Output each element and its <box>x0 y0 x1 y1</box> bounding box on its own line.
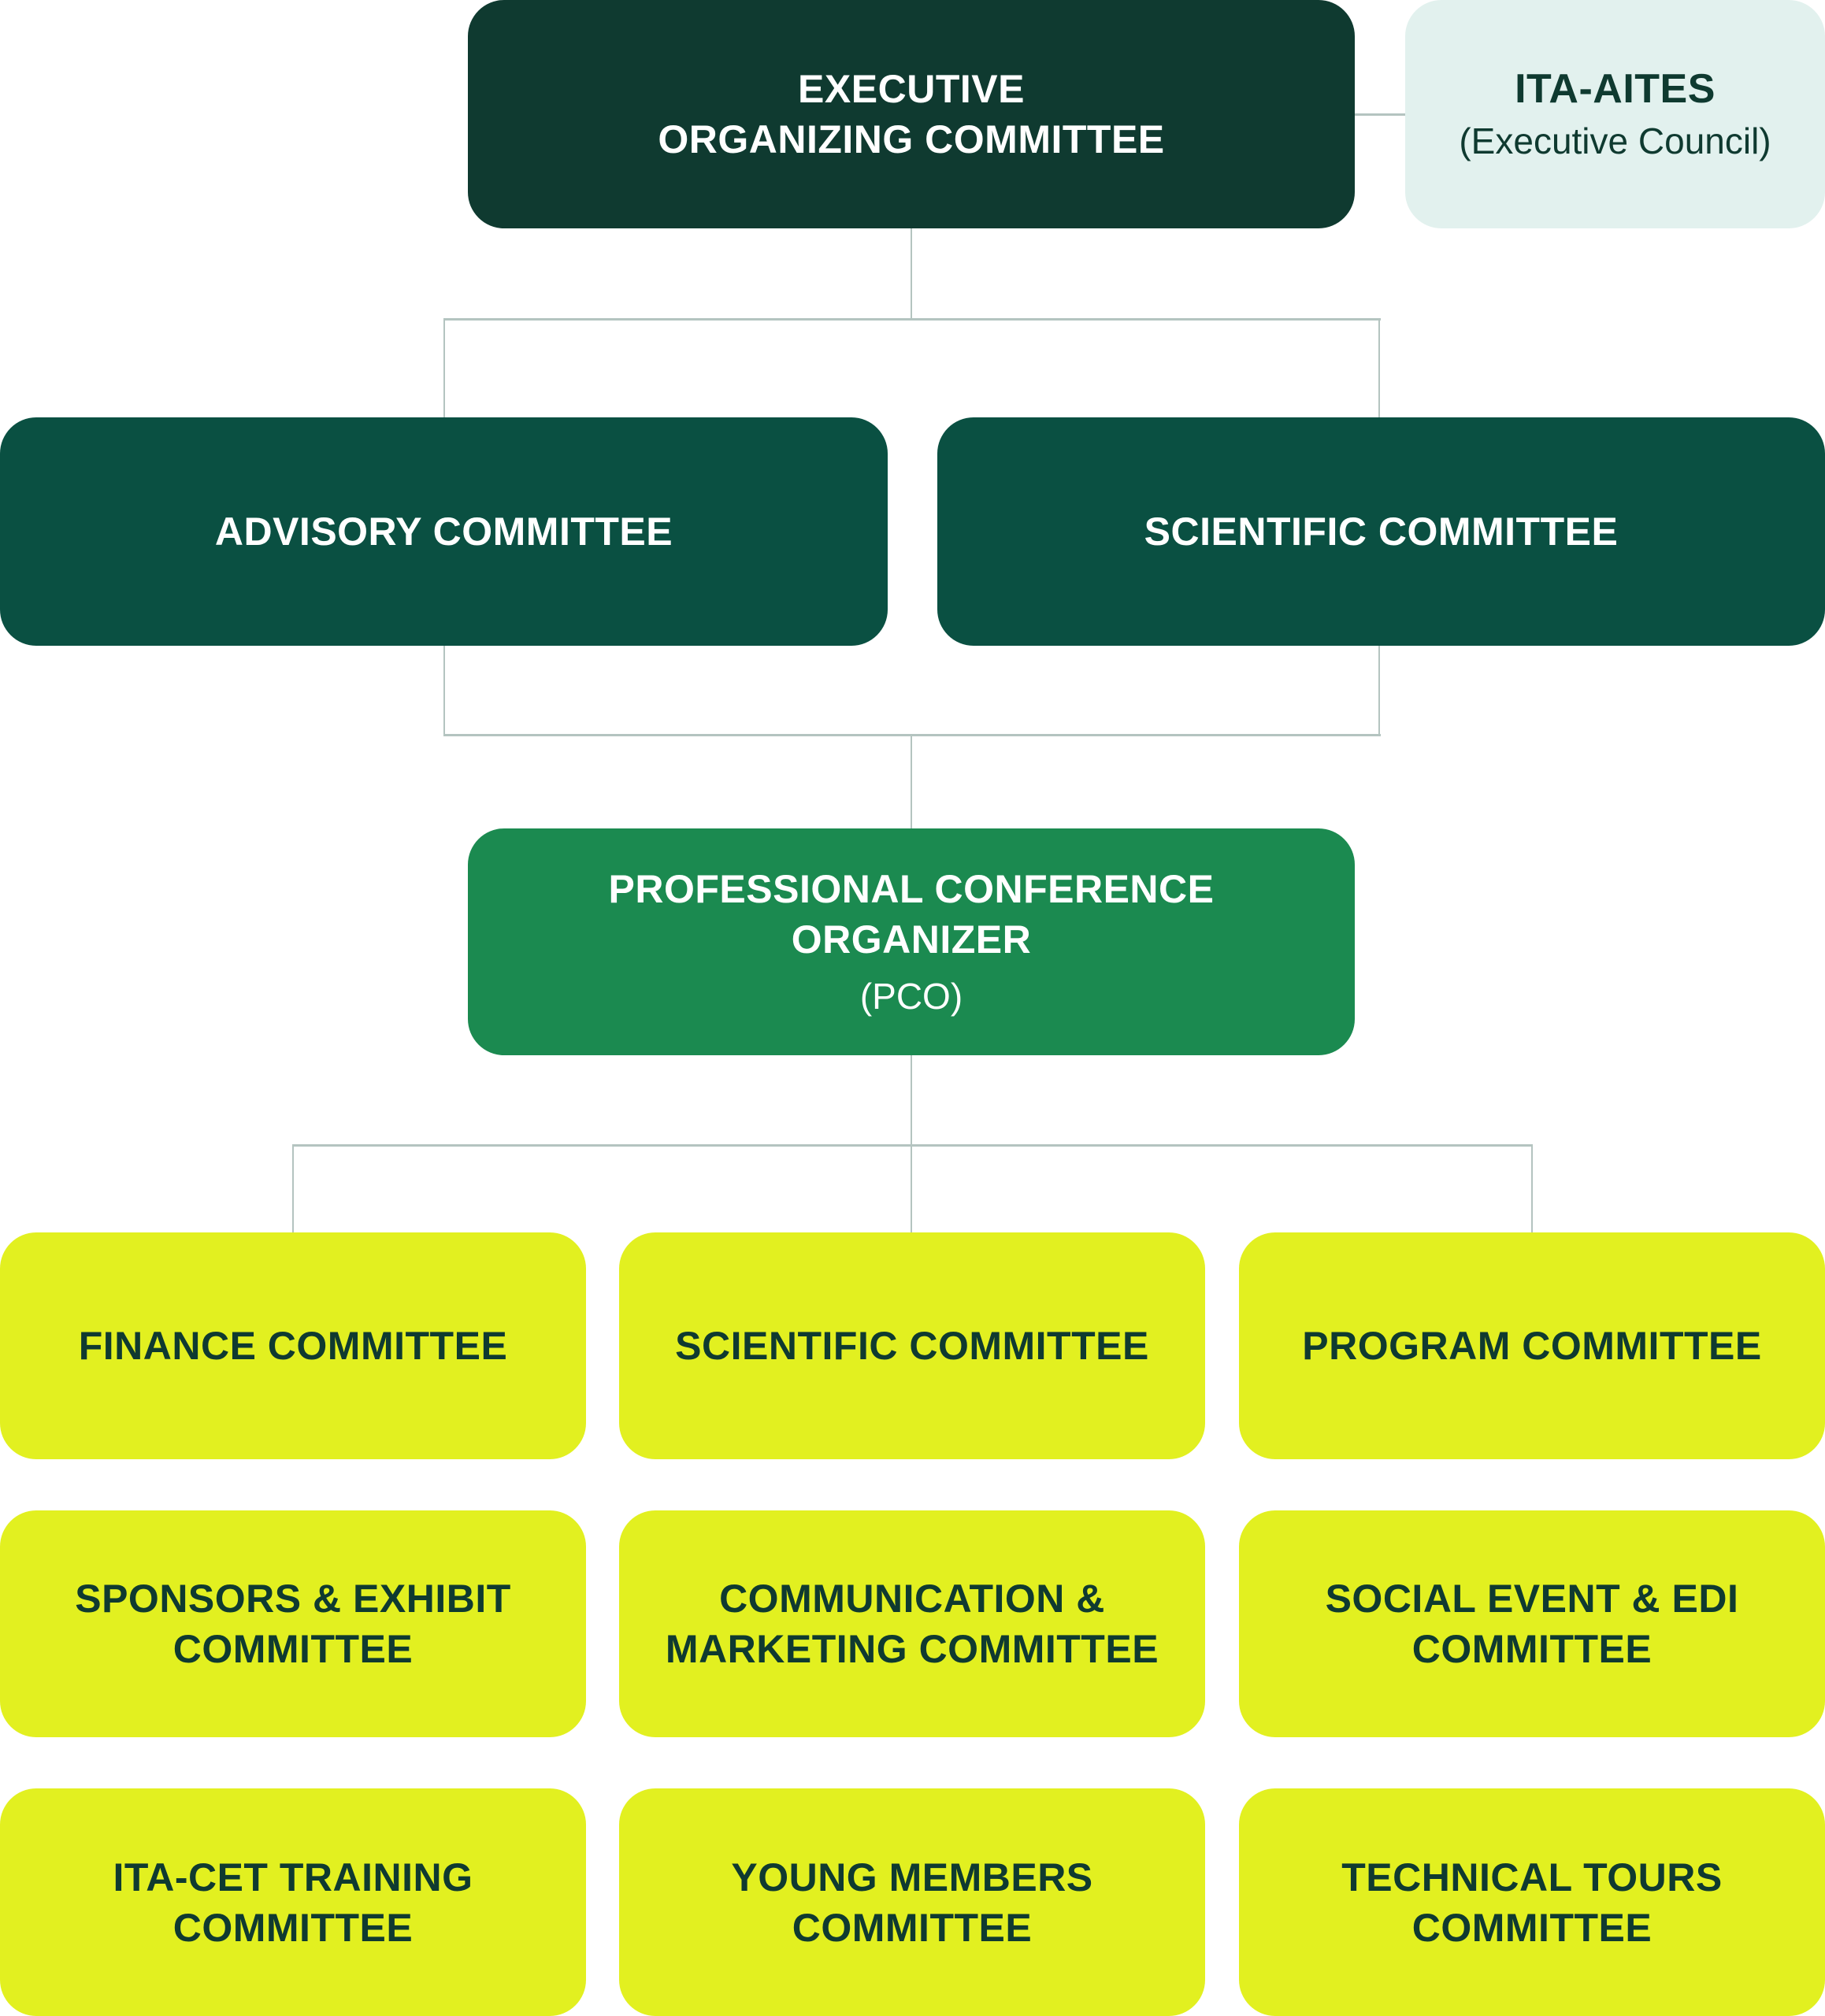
connector-lower-bracket-horizontal <box>292 1144 1533 1147</box>
scientific-committee-upper-box: SCIENTIFIC COMMITTEE <box>937 417 1825 646</box>
advisory-committee-box: ADVISORY COMMITTEE <box>0 417 888 646</box>
connector-lower-bracket-left <box>292 1144 294 1232</box>
young-members-committee-box: YOUNG MEMBERS COMMITTEE <box>619 1788 1205 2016</box>
connector-exec-down <box>911 228 912 319</box>
executive-organizing-committee-box: EXECUTIVE ORGANIZING COMMITTEE <box>468 0 1355 228</box>
communication-marketing-committee-box: COMMUNICATION & MARKETING COMMITTEE <box>619 1510 1205 1737</box>
ita-aites-subtitle: (Executive Council) <box>1459 120 1771 161</box>
pco-box: PROFESSIONAL CONFERENCE ORGANIZER (PCO) <box>468 828 1355 1055</box>
committee-title: COMMUNICATION & MARKETING COMMITTEE <box>665 1577 1159 1671</box>
ita-aites-box: ITA-AITES (Executive Council) <box>1405 0 1825 228</box>
advisory-committee-title: ADVISORY COMMITTEE <box>214 510 673 554</box>
ita-aites-title: ITA-AITES <box>1515 66 1716 112</box>
committee-title: FINANCE COMMITTEE <box>78 1324 508 1368</box>
connector-mid-bracket-horizontal <box>443 734 1381 736</box>
committee-title: SOCIAL EVENT & EDI COMMITTEE <box>1325 1577 1739 1671</box>
social-event-edi-committee-box: SOCIAL EVENT & EDI COMMITTEE <box>1239 1510 1825 1737</box>
connector-upper-bracket-right <box>1378 318 1380 417</box>
committee-title: PROGRAM COMMITTEE <box>1302 1324 1762 1368</box>
committee-title: YOUNG MEMBERS COMMITTEE <box>731 1855 1093 1950</box>
committee-title: ITA-CET TRAINING COMMITTEE <box>113 1855 473 1950</box>
connector-to-pco <box>911 734 912 828</box>
executive-organizing-committee-title: EXECUTIVE ORGANIZING COMMITTEE <box>658 67 1165 161</box>
connector-upper-bracket-left <box>443 318 445 417</box>
connector-exec-to-partner <box>1355 113 1405 116</box>
technical-tours-committee-box: TECHNICAL TOURS COMMITTEE <box>1239 1788 1825 2016</box>
pco-subtitle: (PCO) <box>859 976 963 1017</box>
scientific-committee-box: SCIENTIFIC COMMITTEE <box>619 1232 1205 1459</box>
committee-title: SCIENTIFIC COMMITTEE <box>675 1324 1149 1368</box>
connector-pco-down <box>911 1055 912 1232</box>
sponsors-exhibit-committee-box: SPONSORS & EXHIBIT COMMITTEE <box>0 1510 586 1737</box>
connector-lower-bracket-right <box>1531 1144 1533 1232</box>
program-committee-box: PROGRAM COMMITTEE <box>1239 1232 1825 1459</box>
pco-title: PROFESSIONAL CONFERENCE ORGANIZER <box>608 867 1215 962</box>
committee-title: SPONSORS & EXHIBIT COMMITTEE <box>75 1577 511 1671</box>
connector-mid-bracket-right <box>1378 646 1380 736</box>
scientific-committee-upper-title: SCIENTIFIC COMMITTEE <box>1144 510 1619 554</box>
connector-mid-bracket-left <box>443 646 445 736</box>
committee-title: TECHNICAL TOURS COMMITTEE <box>1341 1855 1723 1950</box>
connector-upper-bracket-horizontal <box>443 318 1381 321</box>
finance-committee-box: FINANCE COMMITTEE <box>0 1232 586 1459</box>
ita-cet-training-committee-box: ITA-CET TRAINING COMMITTEE <box>0 1788 586 2016</box>
